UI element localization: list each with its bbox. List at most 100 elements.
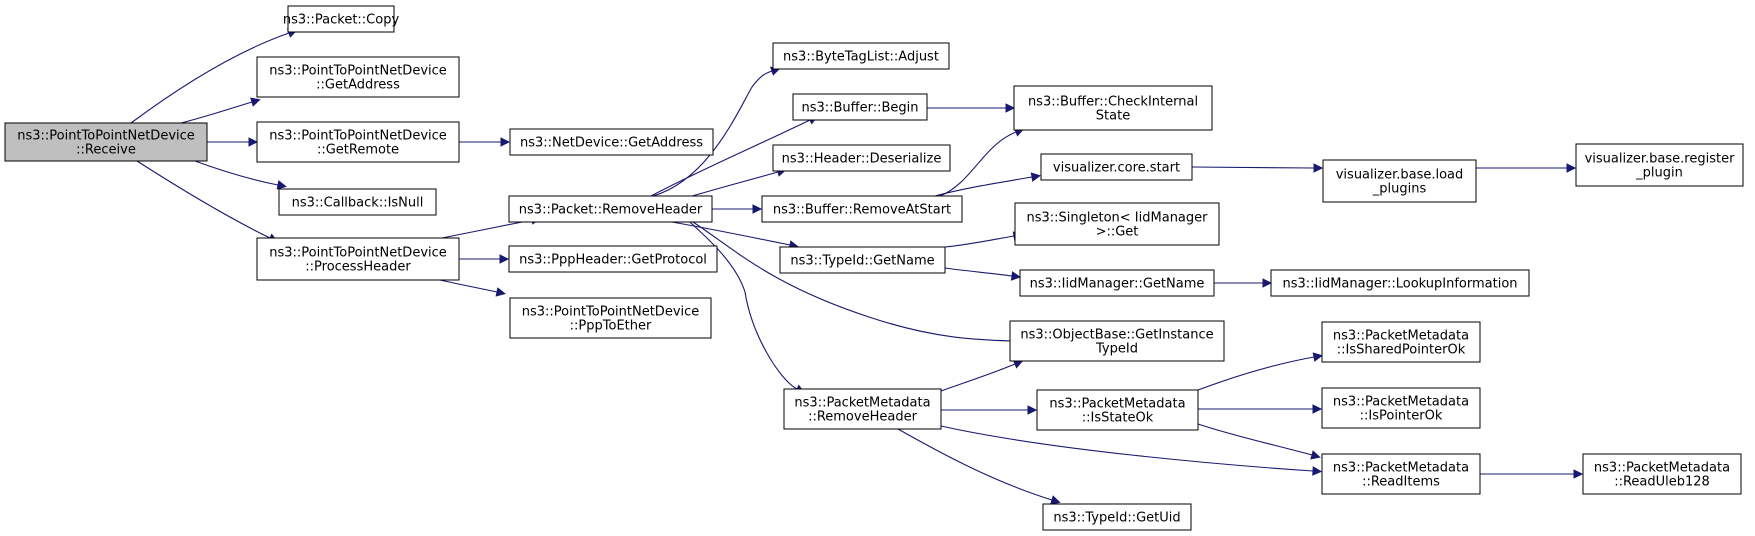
node-box [278, 188, 437, 216]
node-label: ns3::ByteTagList::Adjust [783, 50, 939, 65]
node-box [1321, 321, 1481, 363]
arrowhead-icon [1313, 163, 1324, 173]
node-box [1042, 503, 1192, 531]
node-pkt-copy[interactable]: ns3::Packet::Copy [283, 5, 400, 33]
node-label: ns3::Header::Deserialize [782, 152, 942, 167]
node-header-deserialize[interactable]: ns3::Header::Deserialize [772, 144, 951, 172]
arrowhead-icon [1310, 450, 1321, 460]
node-getaddress-p2p[interactable]: ns3::PointToPointNetDevice::GetAddress [256, 56, 460, 98]
node-bytetag-adjust[interactable]: ns3::ByteTagList::Adjust [772, 42, 950, 70]
node-label: ::IsSharedPointerOk [1337, 343, 1466, 358]
node-box [4, 122, 208, 162]
node-label: ns3::PointToPointNetDevice [269, 246, 447, 261]
node-buffer-removeatstart[interactable]: ns3::Buffer::RemoveAtStart [761, 195, 963, 223]
node-label: ::Receive [76, 143, 136, 158]
node-pm-readuleb128[interactable]: ns3::PacketMetadata::ReadUleb128 [1582, 453, 1742, 495]
node-label: ns3::ObjectBase::GetInstance [1020, 328, 1213, 343]
arrowhead-icon [752, 204, 763, 214]
arrowhead-icon [1005, 103, 1016, 113]
node-receive[interactable]: ns3::PointToPointNetDevice::Receive [4, 122, 208, 162]
node-label: ns3::PointToPointNetDevice [269, 64, 447, 79]
node-pm-removeheader[interactable]: ns3::PacketMetadata::RemoveHeader [783, 388, 942, 430]
edge-processheader-to-ppp_getprotocol [459, 254, 510, 264]
node-label: visualizer.core.start [1053, 161, 1180, 176]
node-vis-base-load[interactable]: visualizer.base.load_plugins [1322, 159, 1477, 203]
arrowhead-icon [1262, 278, 1273, 288]
edge-line [944, 235, 1015, 248]
node-label: visualizer.base.register [1585, 152, 1736, 167]
node-iid-getname[interactable]: ns3::IidManager::GetName [1019, 269, 1215, 297]
node-label: ::RemoveHeader [808, 410, 918, 425]
node-pm-readitems[interactable]: ns3::PacketMetadata::ReadItems [1321, 453, 1481, 495]
node-label: >::Get [1096, 225, 1139, 240]
edge-line [1197, 423, 1313, 456]
node-pm-ispointerok[interactable]: ns3::PacketMetadata::IsPointerOk [1321, 387, 1481, 429]
node-netdev-getaddress[interactable]: ns3::NetDevice::GetAddress [509, 128, 714, 156]
node-callback-isnull[interactable]: ns3::Callback::IsNull [278, 188, 437, 216]
node-box [792, 93, 928, 121]
node-box [508, 195, 713, 223]
arrowhead-icon [276, 180, 287, 190]
node-label: ::ReadUleb128 [1614, 475, 1710, 490]
node-box [508, 245, 718, 273]
edge-line [130, 32, 290, 124]
node-label: ns3::Buffer::CheckInternal [1028, 95, 1198, 110]
node-label: ns3::PacketMetadata [1333, 395, 1469, 410]
edge-vis_core_start-to-vis_base_load [1191, 163, 1324, 173]
node-pm-issharedpointerok[interactable]: ns3::PacketMetadata::IsSharedPointerOk [1321, 321, 1481, 363]
node-box [783, 388, 942, 430]
node-iid-lookup[interactable]: ns3::IidManager::LookupInformation [1270, 269, 1530, 297]
node-buffer-begin[interactable]: ns3::Buffer::Begin [792, 93, 928, 121]
node-label: ns3::Buffer::Begin [801, 101, 918, 116]
edge-line [441, 219, 533, 239]
node-vis-base-register[interactable]: visualizer.base.register_plugin [1575, 143, 1744, 187]
node-label: ::IsPointerOk [1360, 409, 1443, 424]
arrowhead-icon [1566, 163, 1577, 173]
edge-line [194, 160, 279, 186]
edge-line [136, 160, 271, 239]
node-label: _plugins [1372, 182, 1427, 197]
node-ppp-getprotocol[interactable]: ns3::PppHeader::GetProtocol [508, 245, 718, 273]
arrowhead-icon [1010, 271, 1022, 281]
edge-vis_base_load-to-vis_base_register [1476, 163, 1577, 173]
node-label: ns3::PacketMetadata [1333, 329, 1469, 344]
node-label: ns3::PacketMetadata [794, 396, 930, 411]
edge-getremote-to-netdev_getaddress [459, 137, 511, 147]
edge-receive-to-getremote [207, 137, 259, 147]
node-box [1270, 269, 1530, 297]
node-processheader[interactable]: ns3::PointToPointNetDevice::ProcessHeade… [256, 237, 460, 281]
node-pm-isstateok[interactable]: ns3::PacketMetadata::IsStateOk [1036, 389, 1199, 431]
edge-pm_removeheader-to-pm_isstateok [941, 405, 1038, 415]
arrowhead-icon [1312, 404, 1323, 414]
edge-pm_removeheader-to-pm_readitems [940, 425, 1323, 476]
node-getremote[interactable]: ns3::PointToPointNetDevice::GetRemote [256, 121, 460, 163]
node-box [287, 5, 395, 33]
edge-line [650, 119, 811, 197]
edge-line [1191, 166, 1315, 169]
node-typeid-getuid[interactable]: ns3::TypeId::GetUid [1042, 503, 1192, 531]
edge-line [944, 267, 1013, 277]
edge-line [940, 363, 1016, 392]
node-box [256, 56, 460, 98]
edge-pm_readitems-to-pm_readuleb128 [1480, 469, 1584, 479]
node-box [1575, 143, 1744, 187]
edge-typeid_getname-to-iid_getname [944, 267, 1022, 281]
edge-line [1197, 356, 1315, 391]
edge-line [897, 428, 1053, 501]
node-label: visualizer.base.load [1336, 168, 1464, 183]
edge-line [439, 279, 498, 293]
edge-pm_isstateok-to-pm_issharedpointerok [1197, 352, 1323, 391]
node-singleton-get[interactable]: ns3::Singleton< IidManager>::Get [1014, 202, 1220, 246]
node-typeid-getname[interactable]: ns3::TypeId::GetName [779, 246, 946, 274]
node-label: ns3::NetDevice::GetAddress [520, 136, 703, 151]
edge-processheader-to-ppptoether [439, 279, 506, 297]
node-box [1582, 453, 1742, 495]
edge-pm_removeheader-to-objbase_getinstance [940, 359, 1024, 392]
node-ppptoether[interactable]: ns3::PointToPointNetDevice::PppToEther [509, 297, 712, 339]
node-pkt-removeheader[interactable]: ns3::Packet::RemoveHeader [508, 195, 713, 223]
edge-line [689, 221, 798, 390]
node-label: ns3::Packet::Copy [283, 13, 400, 28]
node-vis-core-start[interactable]: visualizer.core.start [1040, 153, 1193, 181]
